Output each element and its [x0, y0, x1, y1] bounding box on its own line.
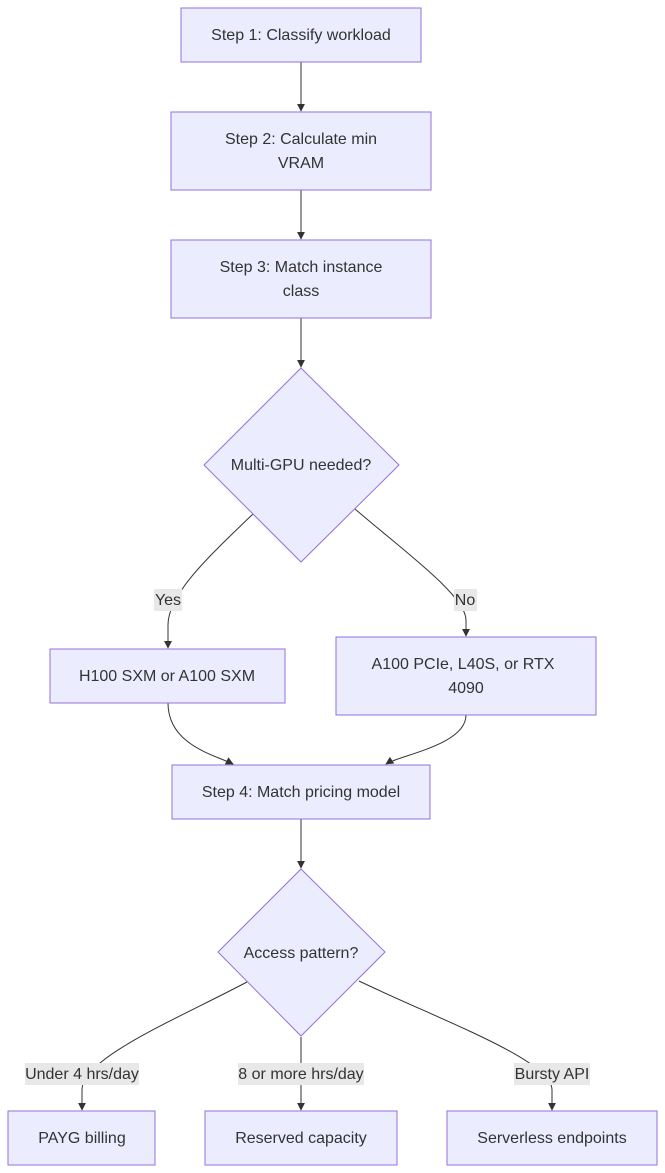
step3-label-line1: Step 3: Match instance — [220, 259, 383, 276]
edge-label-yes: Yes — [154, 589, 182, 611]
reserved-capacity-label: Reserved capacity — [235, 1130, 367, 1147]
edge-label-under-4-hrs: Under 4 hrs/day — [25, 1063, 139, 1085]
edge-a100-to-step4 — [385, 714, 467, 765]
a100-pcie-label-line2: 4090 — [448, 680, 484, 697]
h100-sxm-node: H100 SXM or A100 SXM — [49, 648, 286, 704]
access-pattern-label: Access pattern? — [244, 945, 359, 962]
step1-label: Step 1: Classify workload — [211, 27, 391, 44]
multi-gpu-label: Multi-GPU needed? — [231, 457, 372, 474]
serverless-endpoints-label: Serverless endpoints — [477, 1130, 626, 1147]
step2-label-line1: Step 2: Calculate min — [225, 131, 377, 148]
reserved-capacity-node: Reserved capacity — [204, 1110, 398, 1166]
edge-multi-gpu-to-h100 — [164, 513, 254, 649]
edge-label-yes-text: Yes — [155, 592, 181, 609]
edge-label-no-text: No — [455, 592, 476, 609]
step2-label-line2: VRAM — [278, 155, 324, 172]
edge-label-bursty-api-text: Bursty API — [515, 1066, 590, 1083]
step2-node: Step 2: Calculate min VRAM — [170, 111, 432, 191]
serverless-endpoints-node: Serverless endpoints — [446, 1110, 658, 1166]
step4-node: Step 4: Match pricing model — [171, 764, 431, 820]
payg-billing-node: PAYG billing — [7, 1110, 156, 1166]
edge-label-under-4-hrs-text: Under 4 hrs/day — [25, 1066, 139, 1083]
edge-access-to-payg — [78, 981, 248, 1111]
access-pattern-decision-node: Access pattern? — [217, 868, 386, 1037]
step3-node: Step 3: Match instance class — [170, 239, 432, 319]
a100-pcie-node: A100 PCIe, L40S, or RTX 4090 — [335, 636, 597, 716]
edge-h100-to-step4 — [167, 702, 234, 765]
edge-label-bursty-api: Bursty API — [514, 1063, 590, 1085]
a100-pcie-label-line1: A100 PCIe, L40S, or RTX — [372, 656, 555, 673]
step1-node: Step 1: Classify workload — [180, 7, 422, 63]
h100-sxm-label: H100 SXM or A100 SXM — [79, 668, 255, 685]
step4-label: Step 4: Match pricing model — [202, 784, 400, 801]
edge-access-to-serverless — [358, 980, 556, 1111]
payg-billing-label: PAYG billing — [38, 1130, 125, 1147]
multi-gpu-decision-node: Multi-GPU needed? — [203, 367, 400, 563]
step3-label-line2: class — [283, 283, 319, 300]
edge-multi-gpu-to-a100 — [354, 508, 470, 637]
edge-label-8-or-more-hrs: 8 or more hrs/day — [238, 1063, 364, 1085]
edge-label-no: No — [454, 589, 477, 611]
edge-label-8-or-more-hrs-text: 8 or more hrs/day — [238, 1066, 363, 1083]
